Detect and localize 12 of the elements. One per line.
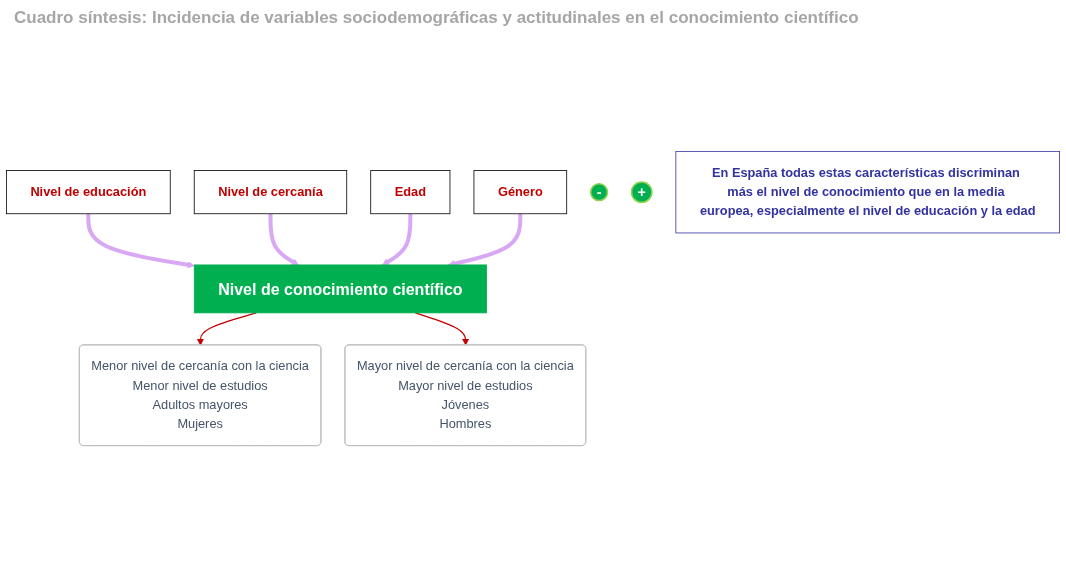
node-box: En España todas estas características discriminan más el nivel de conocimiento que en la media europea, especialmente el nivel de educación y la edad <box>675 151 1060 234</box>
node-box: Nivel de educación <box>6 170 171 215</box>
arrow <box>382 213 413 266</box>
arrow <box>86 213 195 269</box>
node-box: Nivel de cercanía <box>193 170 348 215</box>
node-circle: + <box>630 181 653 204</box>
node-box: Género <box>473 170 568 215</box>
node-box: Edad <box>370 170 451 215</box>
arrow <box>268 213 299 266</box>
diagram-title: Cuadro síntesis: Incidencia de variables sociodemográficas y actitudinales en el conocimiento científico <box>13 7 860 29</box>
node-box: Nivel de conocimiento científico <box>193 264 487 314</box>
node-circle: - <box>589 182 609 202</box>
